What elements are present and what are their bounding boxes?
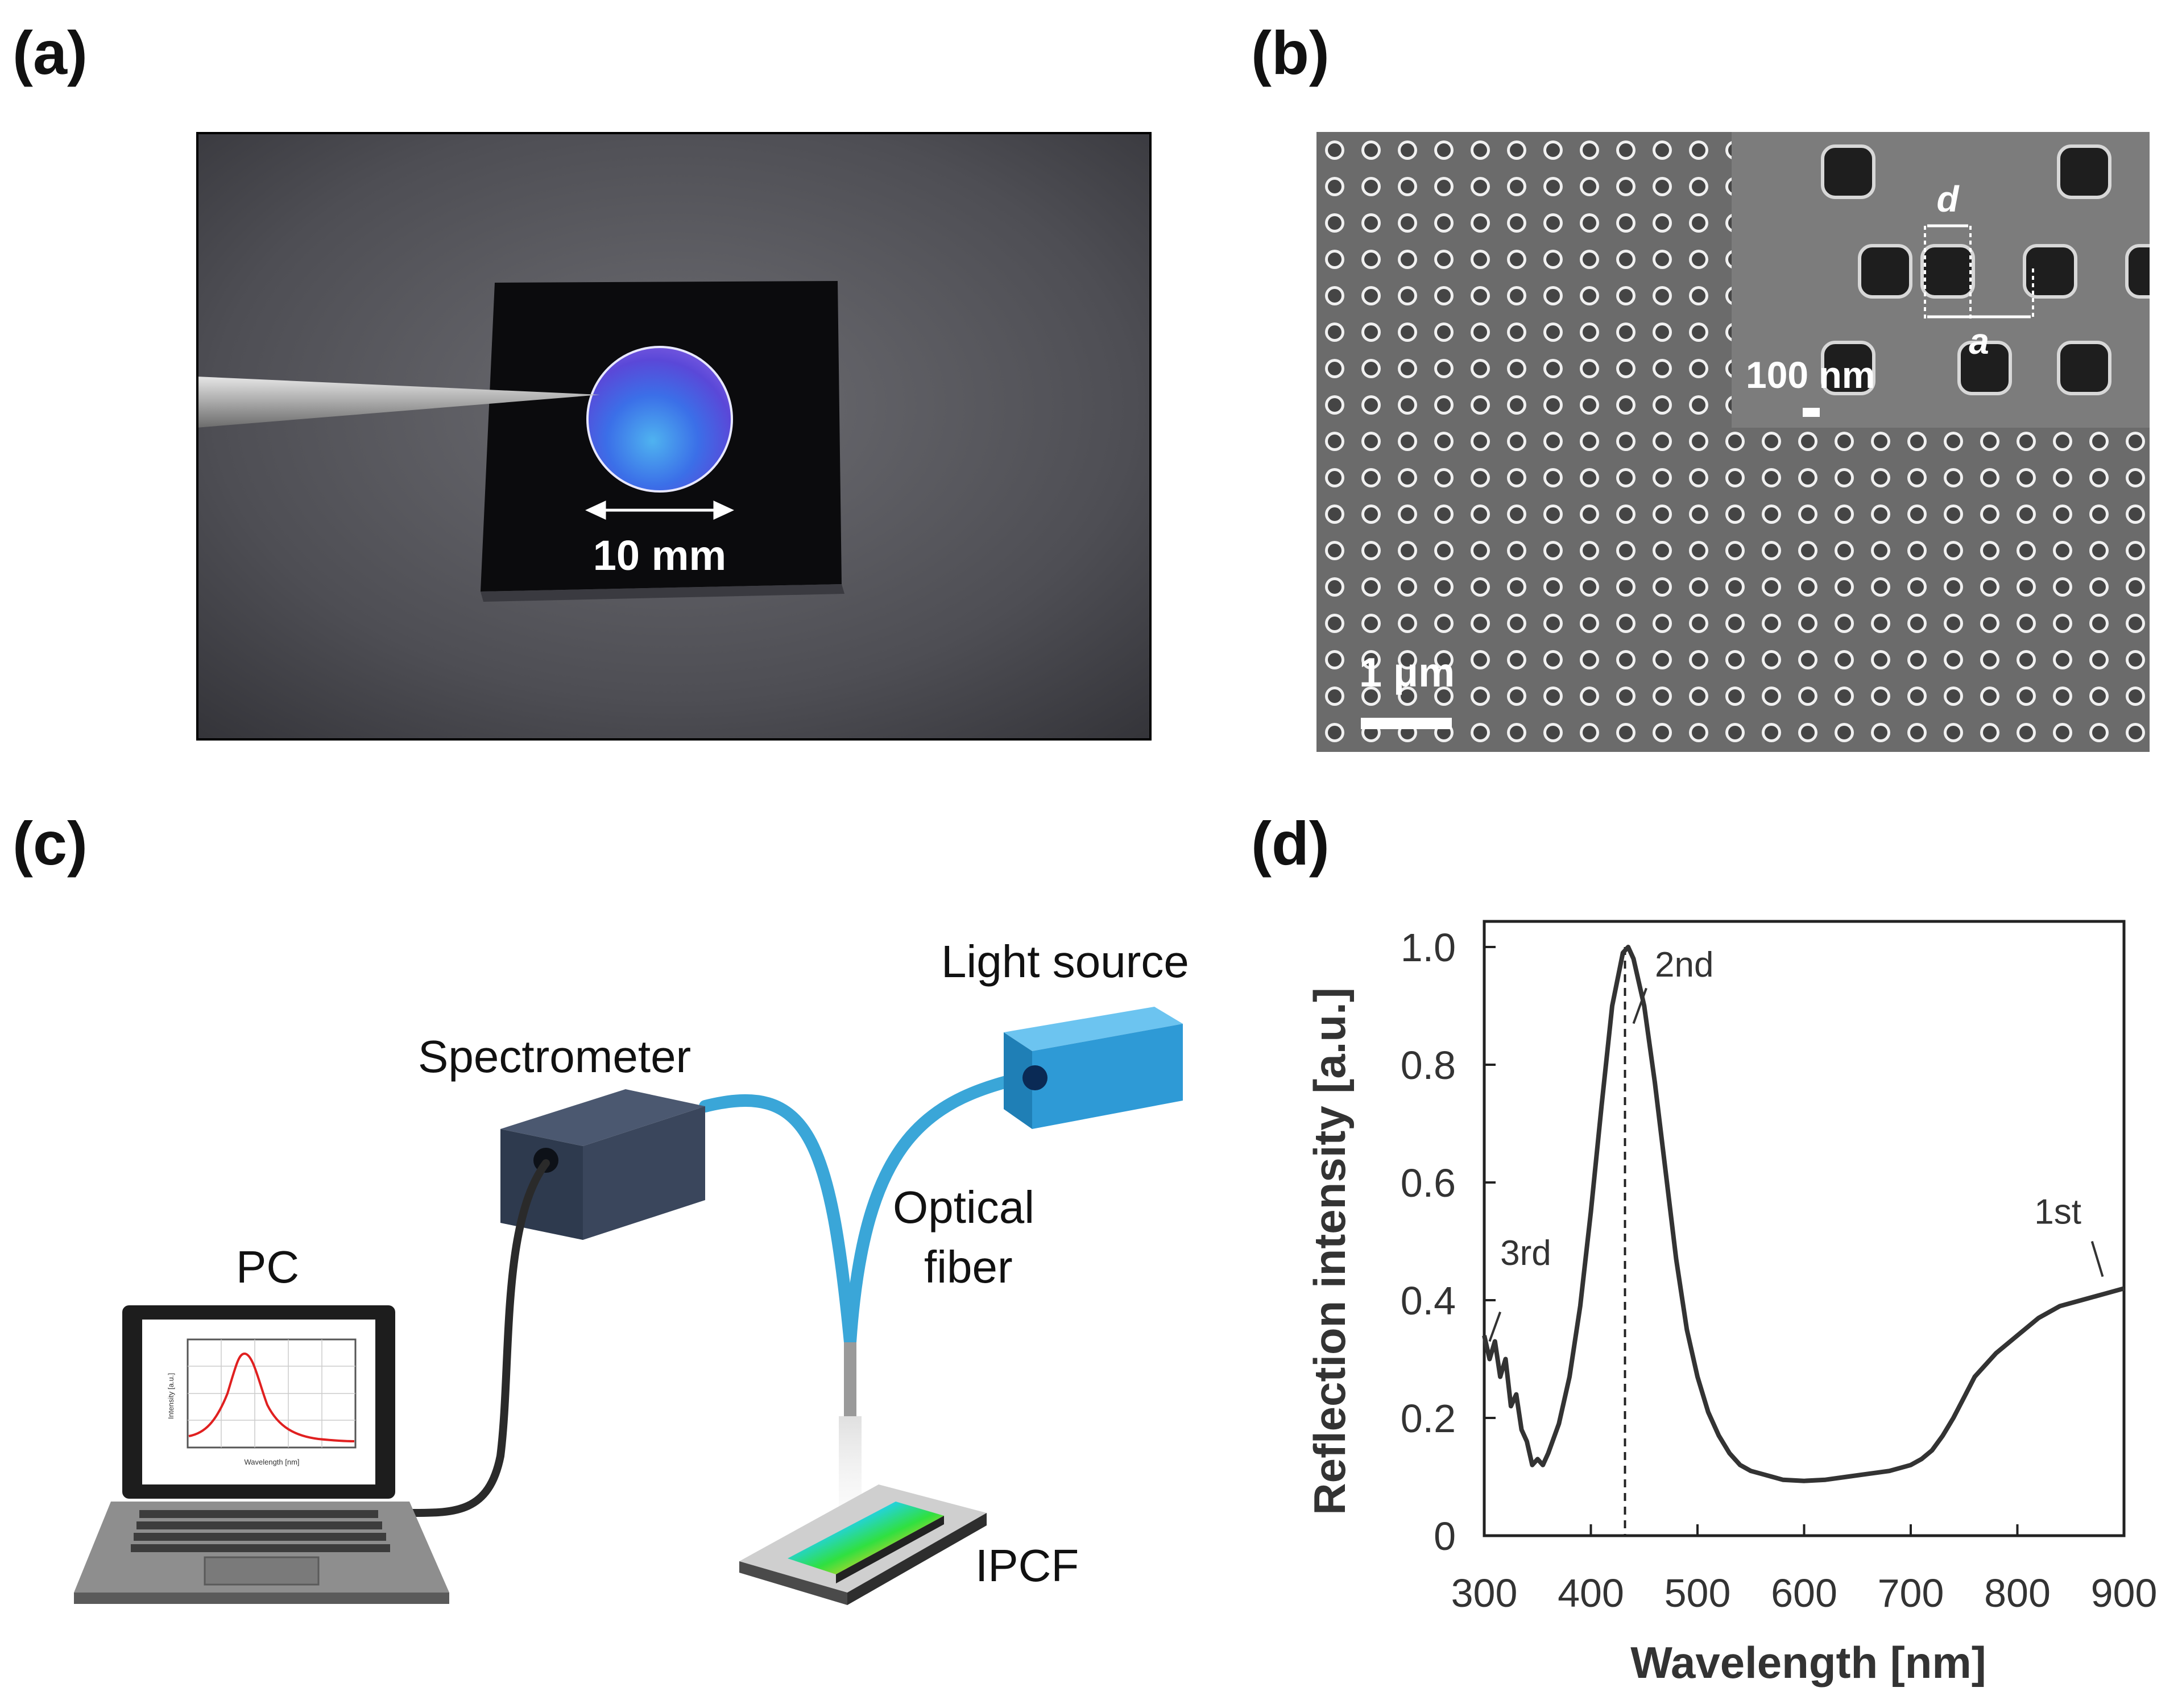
annotation-leader <box>1632 987 1647 1024</box>
series-line <box>1482 945 2125 1483</box>
inset-hole <box>1957 341 2012 395</box>
label-pc: PC <box>236 1242 299 1292</box>
x-tick-label: 400 <box>1558 1571 1624 1615</box>
screen-curve <box>188 1352 355 1442</box>
y-tick-label: 0.2 <box>1401 1396 1456 1441</box>
screen-ylabel: Intensity [a.u.] <box>167 1373 175 1419</box>
symbol-a: a <box>1969 321 1989 362</box>
reflection-chart: 300 400 500 600 700 800 900 0 0.2 0.4 0.6 0.8 1.0 3r… <box>1305 920 2158 1688</box>
y-tick-label: 0.4 <box>1401 1279 1456 1323</box>
tweezers <box>196 377 600 428</box>
label-ipcf: IPCF <box>975 1540 1079 1591</box>
panel-label-d: (d) <box>1251 809 1330 878</box>
label-spectrometer: Spectrometer <box>418 1031 691 1082</box>
panel-label-c: (c) <box>13 809 88 878</box>
chart-plot-frame <box>1483 920 2126 1537</box>
label-fiber: fiber <box>924 1242 1013 1292</box>
optical-fiber <box>699 1069 1041 1349</box>
chart-ylabel: Reflection intensity [a.u.] <box>1305 987 1355 1515</box>
fiber-tip <box>844 1342 856 1416</box>
label-light-source: Light source <box>941 936 1189 987</box>
light-source-box <box>1004 1007 1183 1129</box>
x-tick-label: 800 <box>1984 1571 2051 1615</box>
photonic-crystal-disc <box>586 346 733 493</box>
scale-arrow <box>585 501 734 520</box>
x-tick-label: 600 <box>1771 1571 1837 1615</box>
scale-bar-100nm <box>1803 408 1820 417</box>
scale-bar-1um <box>1361 718 1452 729</box>
chart-xlabel: Wavelength [nm] <box>1630 1637 1986 1688</box>
y-tick-label: 1.0 <box>1401 925 1456 970</box>
annotation-leader <box>2090 1240 2104 1277</box>
annotation-1st: 1st <box>2034 1192 2081 1231</box>
inset-hole <box>2023 244 2077 299</box>
inset-hole <box>2057 144 2111 199</box>
scale-label-10mm: 10 mm <box>593 532 726 579</box>
setup-schematic: Intensity [a.u.] Wavelength [nm] Light s… <box>74 936 1189 1605</box>
symbol-d: d <box>1936 179 1960 220</box>
inset-hole <box>1858 244 1912 299</box>
panel-label-b: (b) <box>1251 18 1330 87</box>
sem-image: d a 100 nm 1 μm <box>1316 132 2150 752</box>
x-tick-label: 900 <box>2091 1571 2158 1615</box>
y-tick-label: 0 <box>1434 1514 1456 1558</box>
y-tick-label: 0.6 <box>1401 1161 1456 1205</box>
spectrometer-box <box>500 1089 705 1240</box>
sample-photo: 10 mm <box>196 132 1152 741</box>
annotation-2nd: 2nd <box>1655 945 1713 985</box>
x-tick-label: 500 <box>1665 1571 1731 1615</box>
label-optical: Optical <box>893 1182 1034 1233</box>
scale-label-100nm: 100 nm <box>1746 354 1875 396</box>
screen-xlabel: Wavelength [nm] <box>244 1458 299 1466</box>
y-tick-label: 0.8 <box>1401 1043 1456 1087</box>
inset-hole <box>1821 341 1875 395</box>
sem-inset: d a 100 nm <box>1732 132 2150 428</box>
annotation-3rd: 3rd <box>1500 1234 1551 1273</box>
ipcf-sample <box>739 1484 987 1605</box>
scale-label-1um: 1 μm <box>1359 650 1455 696</box>
annotation-leader <box>1488 1312 1502 1342</box>
panel-label-a: (a) <box>13 18 88 87</box>
usb-cable <box>408 1159 550 1517</box>
inset-hole <box>2125 244 2150 299</box>
screen-plot: Intensity [a.u.] Wavelength [nm] <box>167 1338 357 1466</box>
inset-hole <box>2057 341 2111 395</box>
inset-hole <box>1821 144 1875 199</box>
x-tick-label: 300 <box>1451 1571 1518 1615</box>
substrate-edge <box>481 584 844 602</box>
x-tick-label: 700 <box>1878 1571 1944 1615</box>
inset-hole <box>1920 244 1975 299</box>
